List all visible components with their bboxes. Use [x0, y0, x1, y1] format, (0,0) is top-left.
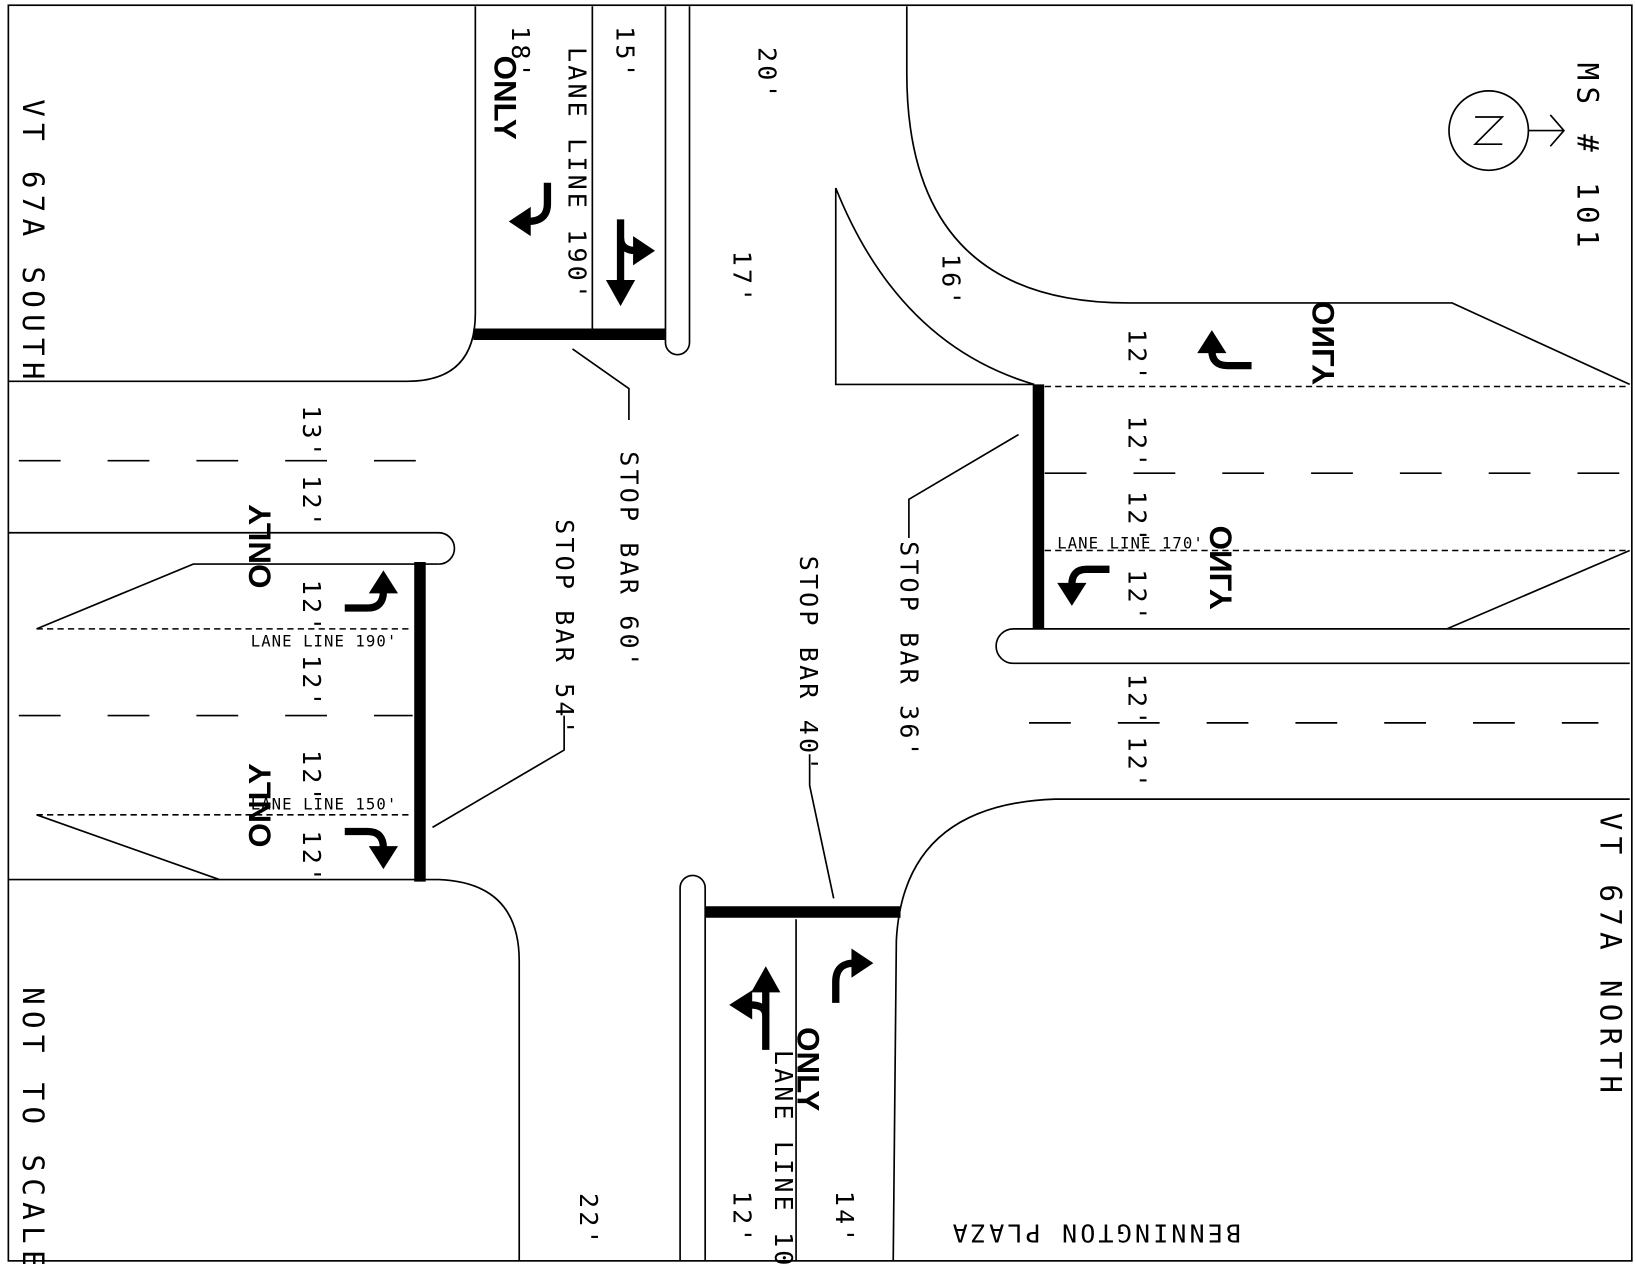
arrow-through-right-top: [605, 219, 656, 307]
dim-top-20: 20': [752, 47, 781, 102]
leader-stop-bar-60: [572, 348, 630, 420]
dim-top-16: 16': [936, 254, 965, 309]
dim-left-12a: 12': [297, 475, 326, 530]
leader-stop-bar-36: [908, 433, 1020, 538]
stop-bar-60-label: STOP BAR 60': [615, 451, 644, 670]
arrow-left-turn-left: [344, 570, 399, 612]
lane-line-bottom-label: LANE LINE 105': [769, 1050, 798, 1264]
stop-bar-54-label: STOP BAR 54': [550, 519, 579, 738]
median-left: [8, 531, 456, 565]
dim-right-12c: 12': [1122, 491, 1151, 546]
dim-right-12b: 12': [1122, 416, 1151, 471]
street-vt67a-north: VT 67A NORTH: [1593, 813, 1627, 1100]
only-marking-right-upper: ONLY: [1306, 301, 1341, 385]
only-marking-left-upper: ONLY: [242, 504, 277, 588]
dim-left-12c: 12': [297, 655, 326, 710]
lane-line-top-label: LANE LINE 190': [562, 47, 591, 302]
dim-left-12d: 12': [297, 750, 326, 805]
north-arrow: [1448, 90, 1566, 172]
dim-top-17: 17': [727, 251, 756, 306]
dim-bottom-14: 14': [830, 1191, 859, 1246]
not-to-scale-note: NOT TO SCALE: [16, 987, 50, 1264]
street-vt67a-south: VT 67A SOUTH: [16, 99, 50, 386]
dim-right-12a: 12': [1122, 329, 1151, 384]
curb-top-left: [8, 6, 477, 383]
dim-right-12d: 12': [1122, 569, 1151, 624]
median-bottom: [679, 874, 707, 1261]
dim-right-12f: 12': [1122, 736, 1151, 791]
title: MS # 101: [1570, 63, 1604, 254]
dim-left-12e: 12': [297, 830, 326, 885]
curb-bottom-left: [8, 878, 521, 1261]
only-marking-bottom: ONLY: [790, 1027, 825, 1111]
taper-left-upper: [36, 563, 439, 630]
dim-left-12b: 12': [297, 580, 326, 635]
taper-right: [1446, 549, 1631, 630]
leader-stop-bar-40: [808, 754, 835, 899]
dim-right-12e: 12': [1122, 674, 1151, 729]
leader-stop-bar-54: [432, 715, 565, 829]
stop-bar-36-label: STOP BAR 36': [895, 541, 924, 760]
median-right: [995, 628, 1630, 665]
dim-top-18: 18': [506, 26, 535, 81]
lane-line-right-label: LANE LINE 170': [1057, 533, 1204, 552]
arrow-right-turn-left: [344, 827, 399, 870]
lane-line-left-upper-label: LANE LINE 190': [251, 632, 398, 651]
dim-bottom-12: 12': [727, 1191, 756, 1246]
arrow-right-turn-bottom: [832, 948, 874, 1003]
dim-bottom-22: 22': [574, 1193, 603, 1248]
only-marking-right-lower: ONLY: [1203, 526, 1238, 610]
curb-top-right: [905, 6, 1631, 386]
dim-left-13: 13': [297, 405, 326, 460]
arrow-left-turn-right: [1197, 330, 1252, 370]
only-marking-top: ONLY: [487, 56, 522, 140]
arrow-left-turn-top: [508, 182, 552, 237]
drawing-border: [7, 4, 1633, 1262]
dim-top-15: 15': [610, 26, 639, 81]
median-top: [664, 6, 691, 356]
only-marking-left-lower: ONLY: [242, 763, 277, 847]
street-bennington-plaza: BENNINGTON PLAZA: [950, 1218, 1242, 1247]
arrow-through-left-bottom: [729, 966, 781, 1050]
channel-island: [834, 187, 1035, 386]
curb-bottom-right: [892, 798, 1630, 1261]
lane-line-left-lower-label: LANE LINE 150': [251, 795, 398, 814]
stop-bar-40-label: STOP BAR 40': [794, 556, 823, 775]
taper-left-lower: [36, 814, 220, 881]
arrow-right-turn-right: [1057, 565, 1110, 606]
